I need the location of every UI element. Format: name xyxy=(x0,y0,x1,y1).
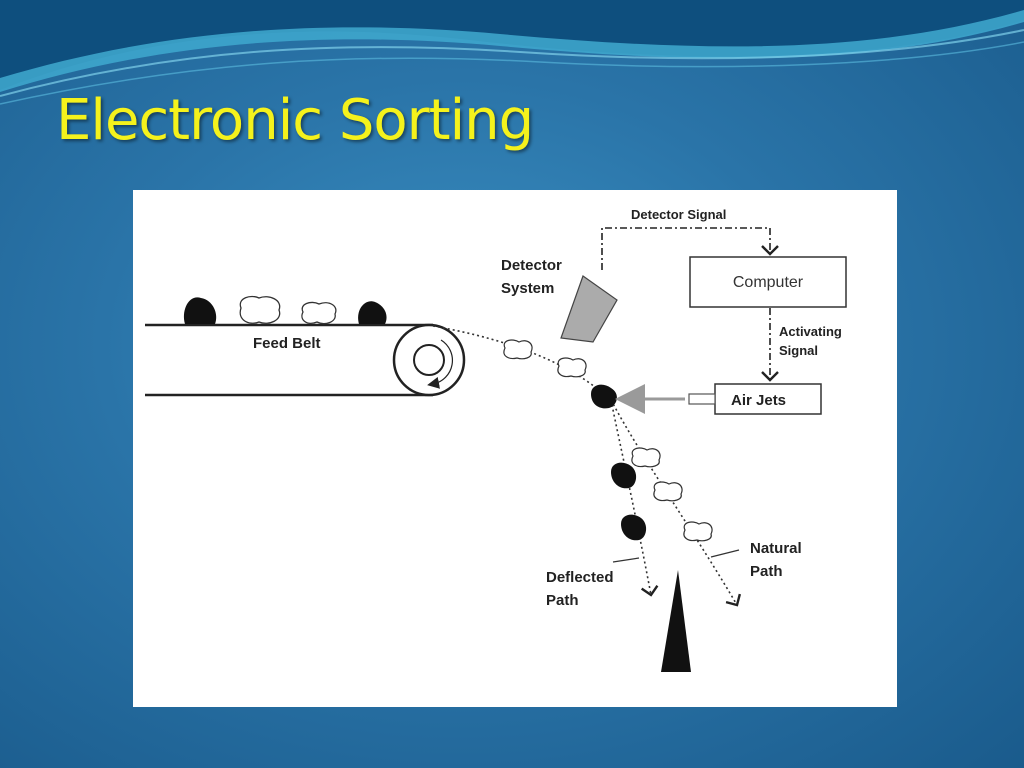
air-jets-label: Air Jets xyxy=(731,392,786,409)
feed-belt xyxy=(145,323,466,397)
air-jet-nozzle xyxy=(688,393,716,405)
splitter-wedge xyxy=(661,570,691,672)
detector-signal-line xyxy=(601,227,779,270)
light-particle xyxy=(239,295,281,324)
belt-particles xyxy=(183,295,387,325)
detector-system-label-line1: Detector xyxy=(501,257,562,274)
slide-title: Electronic Sorting xyxy=(56,88,534,153)
air-jets-box xyxy=(714,383,822,415)
deflected-path-line xyxy=(610,399,659,597)
dark-particle xyxy=(183,297,217,324)
feed-belt-label: Feed Belt xyxy=(253,335,321,352)
deflected-path-label-line1: Deflected xyxy=(546,569,614,586)
natural-path-label-line1: Natural xyxy=(750,540,802,557)
computer-box xyxy=(689,256,847,308)
dark-particle xyxy=(358,301,387,324)
natural-path-line xyxy=(610,399,742,607)
natural-path-label-line2: Path xyxy=(750,563,783,580)
header-wave-decoration xyxy=(0,0,1024,105)
flight-particles xyxy=(503,339,713,542)
detector-signal-label: Detector Signal xyxy=(631,207,726,222)
activating-signal-label-line2: Signal xyxy=(779,343,818,358)
target-dark-particle xyxy=(591,384,617,409)
rotation-arrow-icon xyxy=(427,339,453,389)
sorting-diagram-panel: Feed Belt Detector System xyxy=(133,190,897,707)
computer-label: Computer xyxy=(733,274,804,291)
activating-signal-label-line1: Activating xyxy=(779,324,842,339)
deflected-path-label-line2: Path xyxy=(546,592,579,609)
light-particle xyxy=(301,301,337,325)
detector-system-sensor xyxy=(560,275,618,343)
electronic-sorting-diagram: Feed Belt Detector System xyxy=(145,207,847,672)
detector-system-label-line2: System xyxy=(501,280,554,297)
